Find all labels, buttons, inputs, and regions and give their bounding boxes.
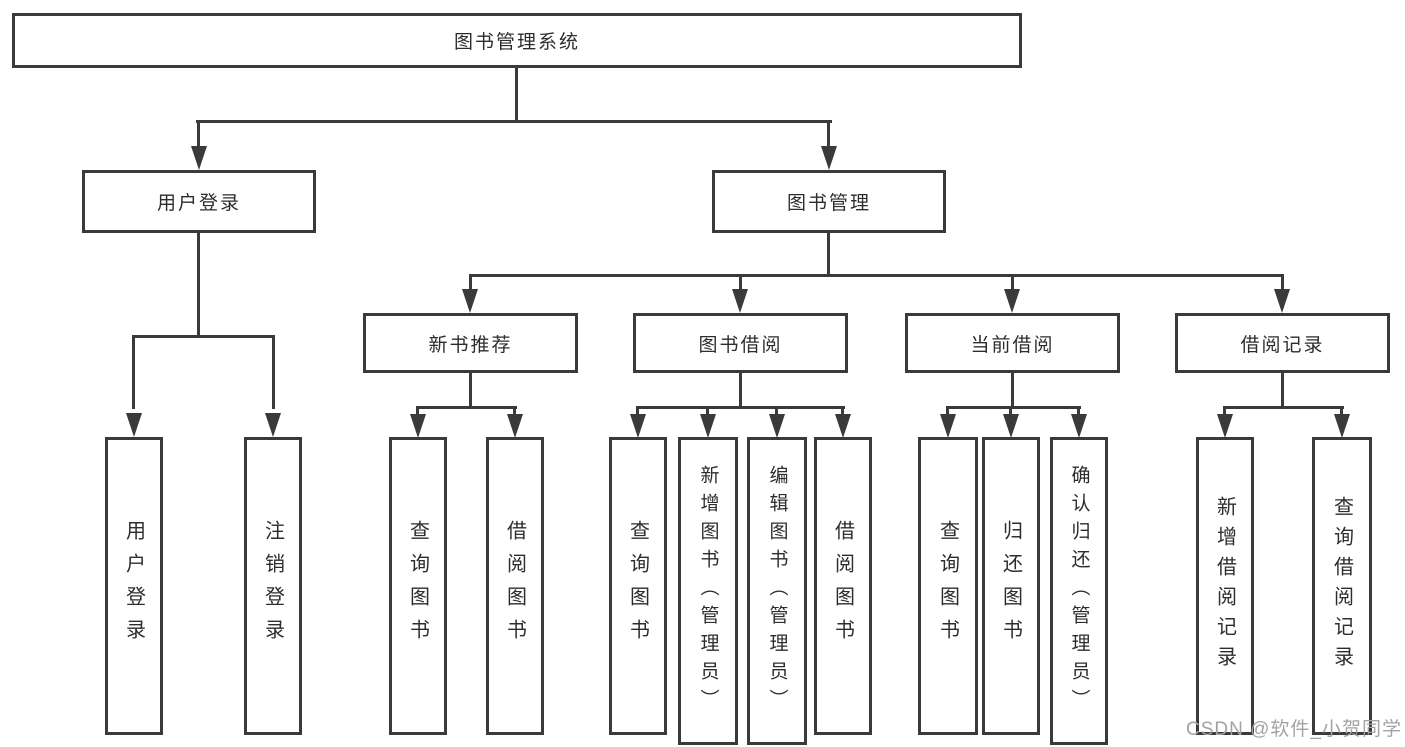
connector-vline: [775, 406, 778, 416]
csdn-watermark: CSDN @软件_小贺同学: [1186, 719, 1402, 740]
arrow-down-icon: [940, 414, 956, 438]
node-borrow-records: 借阅记录: [1175, 313, 1390, 373]
arrow-down-icon: [821, 146, 837, 170]
connector-vline: [272, 335, 275, 409]
connector-vline: [827, 120, 830, 148]
connector-vline: [827, 233, 830, 274]
leaf-borrow-books-recommend: 借阅图书: [486, 437, 544, 735]
connector-hline: [946, 406, 1081, 409]
leaf-query-books-recommend: 查询图书: [389, 437, 447, 735]
arrow-down-icon: [1071, 414, 1087, 438]
arrow-down-icon: [507, 414, 523, 438]
leaf-add-borrow-record: 新增借阅记录: [1196, 437, 1254, 735]
leaf-query-borrow-record: 查询借阅记录: [1312, 437, 1372, 735]
connector-vline: [1077, 406, 1080, 416]
leaf-edit-book-admin: 编辑图书（管理员）: [747, 437, 807, 745]
connector-vline: [841, 406, 844, 416]
connector-vline: [416, 406, 419, 416]
arrow-down-icon: [769, 414, 785, 438]
arrow-down-icon: [126, 413, 142, 437]
arrow-down-icon: [1334, 414, 1350, 438]
leaf-user-login: 用户登录: [105, 437, 163, 735]
node-root: 图书管理系统: [12, 13, 1022, 68]
node-current-borrowing: 当前借阅: [905, 313, 1120, 373]
connector-vline: [1009, 406, 1012, 416]
connector-hline: [132, 335, 275, 338]
connector-vline: [469, 274, 472, 292]
leaf-logout: 注销登录: [244, 437, 302, 735]
connector-vline: [1281, 373, 1284, 406]
leaf-query-books-current: 查询图书: [918, 437, 978, 735]
connector-vline: [469, 373, 472, 406]
leaf-query-books-borrowing: 查询图书: [609, 437, 667, 735]
node-book-borrowing: 图书借阅: [633, 313, 848, 373]
leaf-return-books: 归还图书: [982, 437, 1040, 735]
connector-vline: [1281, 274, 1284, 292]
arrow-down-icon: [630, 414, 646, 438]
connector-vline: [706, 406, 709, 416]
connector-hline: [196, 120, 832, 123]
leaf-confirm-return-admin: 确认归还（管理员）: [1050, 437, 1108, 745]
arrow-down-icon: [732, 289, 748, 313]
connector-vline: [1223, 406, 1226, 416]
connector-vline: [1340, 406, 1343, 416]
connector-vline: [132, 335, 135, 409]
arrow-down-icon: [265, 413, 281, 437]
connector-vline: [946, 406, 949, 416]
leaf-add-book-admin: 新增图书（管理员）: [678, 437, 738, 745]
connector-hline: [636, 406, 845, 409]
connector-vline: [1011, 373, 1014, 406]
arrow-down-icon: [410, 414, 426, 438]
arrow-down-icon: [462, 289, 478, 313]
connector-hline: [1223, 406, 1344, 409]
arrow-down-icon: [1274, 289, 1290, 313]
arrow-down-icon: [1217, 414, 1233, 438]
connector-vline: [1011, 274, 1014, 292]
arrow-down-icon: [1003, 414, 1019, 438]
node-user-login: 用户登录: [82, 170, 316, 233]
connector-vline: [636, 406, 639, 416]
arrow-down-icon: [700, 414, 716, 438]
connector-vline: [197, 120, 200, 148]
connector-vline: [739, 373, 742, 406]
arrow-down-icon: [191, 146, 207, 170]
arrow-down-icon: [1004, 289, 1020, 313]
connector-hline: [416, 406, 517, 409]
node-new-book-recommend: 新书推荐: [363, 313, 578, 373]
connector-vline: [513, 406, 516, 416]
arrow-down-icon: [835, 414, 851, 438]
connector-hline: [469, 274, 1284, 277]
connector-vline: [197, 233, 200, 335]
connector-vline: [739, 274, 742, 292]
leaf-borrow-books-borrowing: 借阅图书: [814, 437, 872, 735]
node-book-management: 图书管理: [712, 170, 946, 233]
connector-vline: [515, 68, 518, 120]
